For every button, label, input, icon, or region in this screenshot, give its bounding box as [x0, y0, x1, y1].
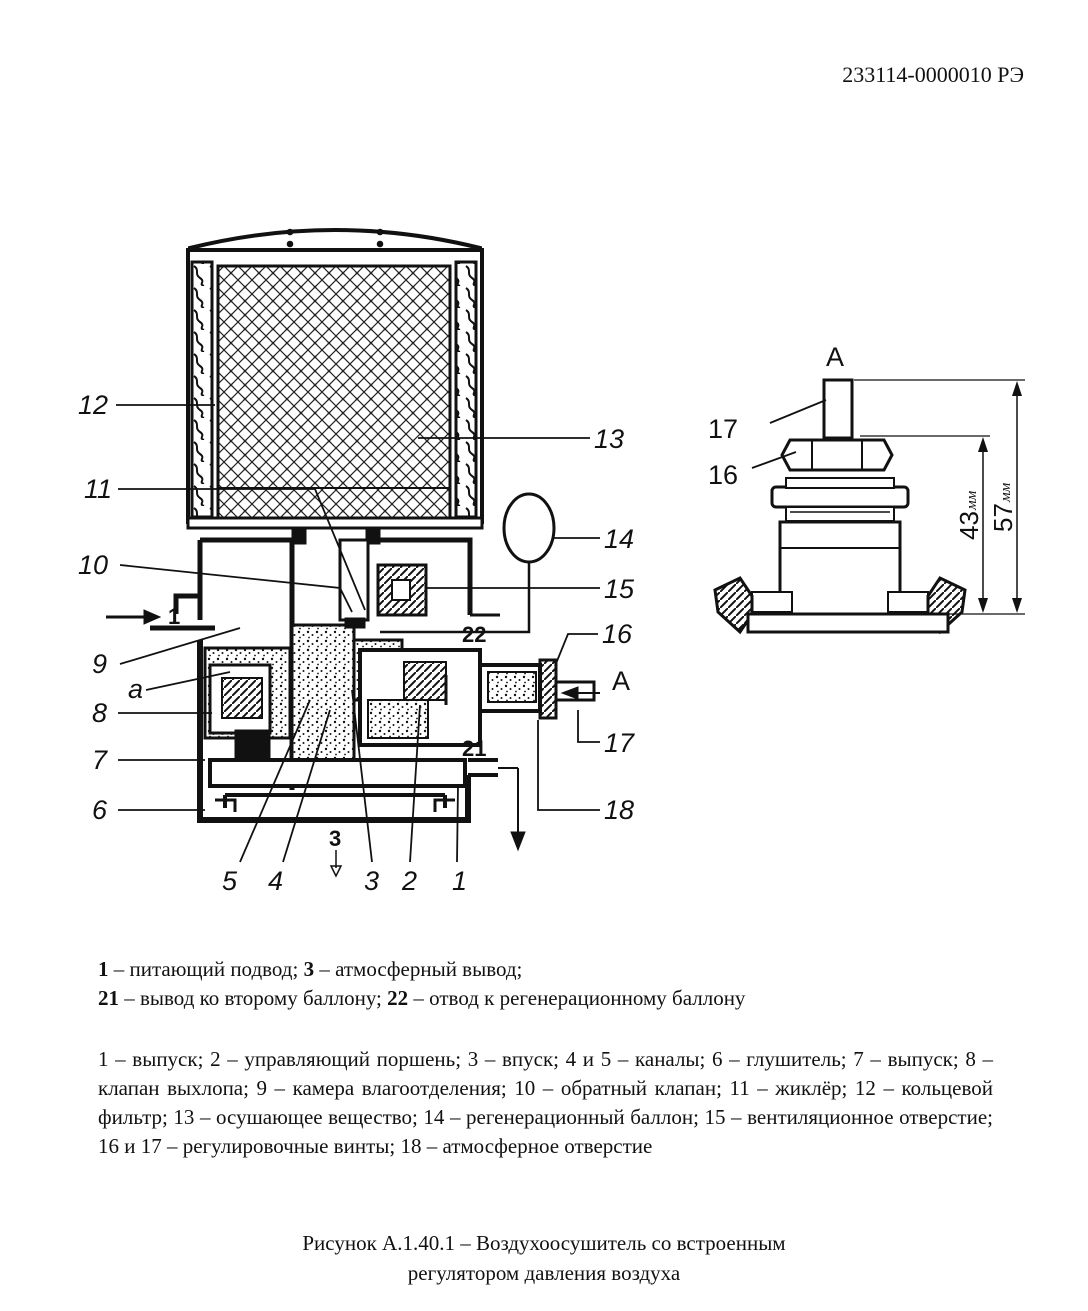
label-15: 15: [604, 574, 635, 604]
dimension-43: 43: [954, 511, 984, 540]
caption-line-2: регулятором давления воздуха: [407, 1261, 681, 1285]
label-18: 18: [604, 795, 634, 825]
label-14: 14: [604, 524, 634, 554]
parts-description: 1 – выпуск; 2 – управляющий поршень; 3 –…: [98, 1047, 993, 1158]
detail-view-a: [713, 378, 1025, 635]
label-2: 2: [401, 866, 417, 896]
detail-view-letter: A: [826, 342, 844, 372]
dryer-cartridge: [186, 228, 484, 530]
label-22: 22: [462, 622, 486, 647]
label-6: 6: [92, 795, 108, 825]
label-11: 11: [84, 474, 112, 504]
dimension-57-unit: мм: [998, 482, 1014, 503]
label-4: 4: [268, 866, 283, 896]
label-13: 13: [594, 424, 624, 454]
document-code: 233114-0000010 РЭ: [842, 62, 1024, 87]
flow-arrows: [106, 609, 600, 878]
legend-line-1: 1 – питающий подвод; 3 – атмосферный выв…: [98, 957, 523, 981]
main-labels: 12 13 11 14 10 15 1 22 16 9 A а 8 17 21 …: [78, 390, 635, 896]
figure-caption: Рисунок А.1.40.1 – Воздухоосушитель со в…: [0, 1228, 1088, 1288]
label-3: 3: [364, 866, 379, 896]
label-inlet-1: 1: [168, 604, 180, 629]
label-9: 9: [92, 649, 107, 679]
label-12: 12: [78, 390, 108, 420]
detail-label-17: 17: [708, 414, 738, 444]
ports-legend: 1 – питающий подвод; 3 – атмосферный выв…: [98, 955, 998, 1013]
air-dryer-figure: 12 13 11 14 10 15 1 22 16 9 A а 8 17 21 …: [78, 228, 1025, 896]
label-8: 8: [92, 698, 107, 728]
label-a: а: [128, 674, 143, 704]
caption-line-1: Рисунок А.1.40.1 – Воздухоосушитель со в…: [302, 1231, 786, 1255]
detail-label-16: 16: [708, 460, 738, 490]
label-A-view: A: [612, 666, 630, 696]
label-outlet-3: 3: [329, 826, 341, 851]
detail-labels: A 17 16 43 мм 57 мм: [708, 342, 1018, 540]
leader-lines: [116, 404, 600, 863]
label-1: 1: [452, 866, 467, 896]
label-10: 10: [78, 550, 108, 580]
label-17: 17: [604, 728, 635, 758]
dimension-43-unit: мм: [964, 490, 980, 511]
label-7: 7: [92, 745, 108, 775]
label-5: 5: [222, 866, 238, 896]
label-16: 16: [602, 619, 633, 649]
dryer-housing: [150, 492, 596, 823]
legend-line-2: 21 – вывод ко второму баллону; 22 – отво…: [98, 986, 746, 1010]
dimension-57: 57: [988, 503, 1018, 532]
label-21: 21: [462, 736, 486, 761]
